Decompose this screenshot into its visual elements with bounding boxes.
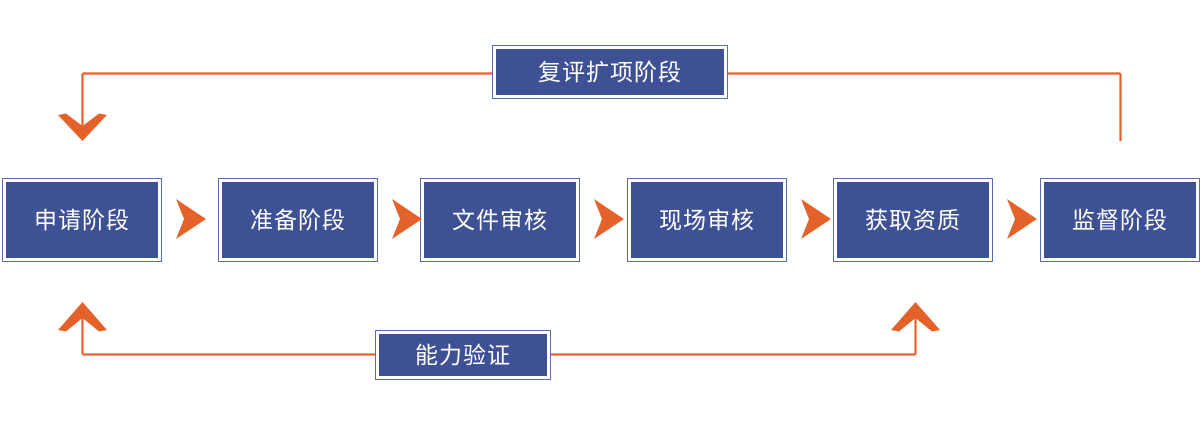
stage-box-5[interactable]: 获取资质	[833, 178, 993, 262]
stage-box-6-label: 监督阶段	[1072, 206, 1168, 233]
chevron-right-icon-5	[1003, 196, 1041, 242]
loop-box-bottom-label: 能力验证	[415, 341, 511, 368]
chevron-right-icon-2	[388, 196, 426, 242]
stage-box-4[interactable]: 现场审核	[627, 178, 787, 262]
arrow-up-icon-left	[58, 302, 107, 332]
loop-box-top-label: 复评扩项阶段	[538, 58, 682, 85]
loop-box-top[interactable]: 复评扩项阶段	[492, 45, 728, 99]
stage-box-1[interactable]: 申请阶段	[2, 178, 162, 262]
chevron-right-icon-3	[590, 196, 628, 242]
loop-box-bottom[interactable]: 能力验证	[375, 330, 551, 380]
stage-box-5-label: 获取资质	[865, 206, 961, 233]
arrow-down-icon	[58, 113, 107, 141]
arrow-up-icon-right	[891, 302, 940, 332]
stage-box-2[interactable]: 准备阶段	[218, 178, 378, 262]
stage-box-3-label: 文件审核	[452, 206, 548, 233]
chevron-right-icon-4	[797, 196, 835, 242]
stage-box-4-label: 现场审核	[659, 206, 755, 233]
stage-box-3[interactable]: 文件审核	[420, 178, 580, 262]
stage-box-6[interactable]: 监督阶段	[1040, 178, 1200, 262]
stage-box-2-label: 准备阶段	[250, 206, 346, 233]
chevron-right-icon-1	[172, 196, 210, 242]
stage-box-1-label: 申请阶段	[34, 206, 130, 233]
